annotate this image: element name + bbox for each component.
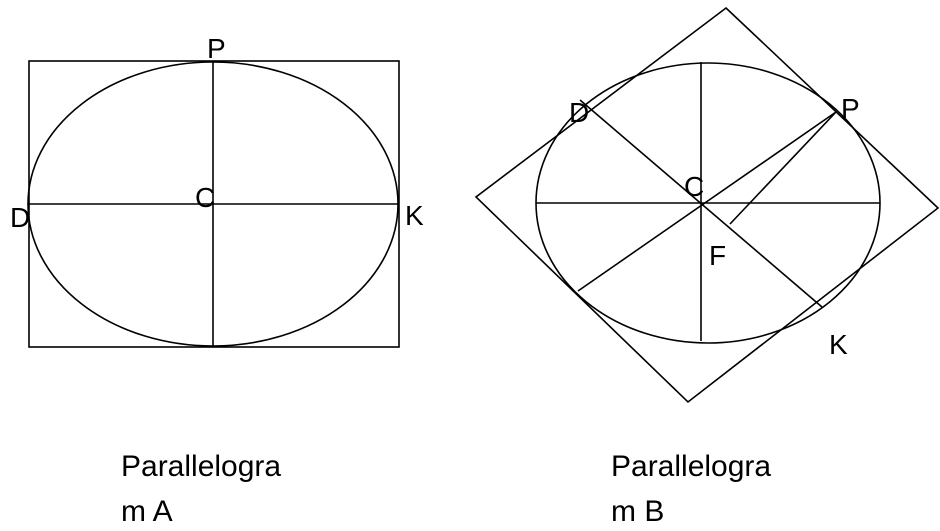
figure-b-label-d: D [569, 97, 589, 128]
figure-a-caption-line2: m A [121, 495, 173, 528]
figure-a: P C D K Parallelogra m A [10, 33, 424, 528]
figure-b-diameter-cp [577, 111, 837, 292]
figure-b-diameter-dk [579, 99, 823, 308]
figure-a-label-k: K [405, 200, 424, 231]
figure-b-label-p: P [841, 93, 860, 124]
figure-b-label-c: C [684, 171, 704, 202]
figure-b-caption-line1: Parallelogra [611, 450, 771, 483]
figure-a-label-p: P [207, 33, 226, 64]
figure-b-caption-line2: m B [611, 495, 664, 528]
figure-b-parallelogram [474, 6, 940, 404]
figure-b-line-pf [729, 111, 837, 225]
figure-b-label-k: K [829, 329, 848, 360]
figure-b: D P C F K Parallelogra m B [474, 6, 940, 528]
figure-a-caption-line1: Parallelogra [121, 450, 281, 483]
figure-b-label-f: F [709, 240, 726, 271]
figure-a-label-d: D [10, 202, 30, 233]
figure-a-label-c: C [195, 182, 215, 213]
